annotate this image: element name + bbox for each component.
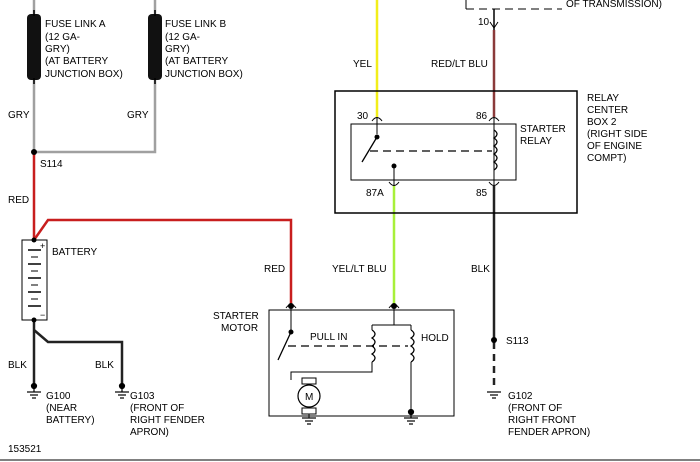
battery-minus: − [40,310,45,320]
label-pin-30: 30 [357,111,369,122]
label-pin-86: 86 [476,111,488,122]
battery-symbol [21,237,48,323]
svg-text:G103: G103 [130,391,155,402]
label-motor-m: M [305,392,313,403]
svg-text:G102: G102 [508,391,533,402]
ground-motor-icon [302,417,316,425]
label-s113: S113 [506,336,529,347]
svg-text:(RIGHT SIDE: (RIGHT SIDE [587,129,648,140]
svg-text:(12 GA-: (12 GA- [45,32,80,43]
svg-text:STARTER: STARTER [520,124,566,135]
svg-text:(AT BATTERY: (AT BATTERY [165,56,228,67]
ground-g102-icon [487,391,501,399]
svg-text:RIGHT FRONT: RIGHT FRONT [508,415,576,426]
fuse-link-a-label: FUSE LINK A (12 GA- GRY) (AT BATTERY JUN… [45,19,123,80]
label-blk-mid: BLK [95,360,114,371]
label-pin-85: 85 [476,188,488,199]
label-starter-motor: STARTER MOTOR [213,311,259,334]
label-pin-87a: 87A [366,188,384,199]
label-blk-left: BLK [8,360,27,371]
svg-text:OF ENGINE: OF ENGINE [587,141,642,152]
splice-s113 [491,337,497,343]
label-yel-lt-blu: YEL/LT BLU [332,264,387,275]
starter-pin-yel [391,303,397,309]
svg-text:RELAY: RELAY [520,136,552,147]
svg-text:FUSE LINK B: FUSE LINK B [165,19,226,30]
svg-text:JUNCTION BOX): JUNCTION BOX) [165,69,243,80]
ground-g100-icon [27,382,41,399]
pull-in-coil [370,329,376,363]
fuse-link-b [148,10,162,84]
label-hold: HOLD [421,333,449,344]
label-transmission: OF TRANSMISSION) [566,0,662,10]
figure-id: 153521 [8,444,42,455]
label-red-lt-blu: RED/LT BLU [431,59,488,70]
svg-text:GRY): GRY) [45,44,70,55]
label-pin-10: 10 [478,17,490,28]
starter-motor-box [268,309,455,417]
fuse-link-a [27,10,41,84]
label-g103: G103 (FRONT OF RIGHT FENDER APRON) [130,391,205,438]
starter-connectors [285,304,400,309]
splice-s114 [31,149,37,155]
starter-pin-red [288,303,294,309]
svg-text:CENTER: CENTER [587,105,628,116]
label-pull-in: PULL IN [310,332,347,343]
ground-hold-icon [404,408,418,425]
label-starter-relay: STARTER RELAY [520,124,566,147]
svg-text:JUNCTION BOX): JUNCTION BOX) [45,69,123,80]
svg-text:FENDER APRON): FENDER APRON) [508,427,590,438]
black-wire-g103 [33,329,124,386]
red-wire-to-starter [32,218,293,306]
battery-plus: + [40,241,45,251]
label-yel: YEL [353,59,372,70]
label-s114: S114 [40,159,63,170]
svg-text:(AT BATTERY: (AT BATTERY [45,56,108,67]
relay-center-box [334,90,578,214]
label-red-top: RED [8,195,29,206]
starter-relay-box [350,123,517,181]
transmission-component [465,0,562,30]
label-relay-center-box: RELAY CENTER BOX 2 (RIGHT SIDE OF ENGINE… [587,93,648,164]
starter-switch [277,308,294,361]
label-battery: BATTERY [52,247,98,258]
label-gry-left: GRY [8,110,30,121]
svg-text:(FRONT OF: (FRONT OF [508,403,562,414]
relay-coil [492,129,498,171]
label-g102: G102 (FRONT OF RIGHT FRONT FENDER APRON) [508,391,590,438]
svg-text:(12 GA-: (12 GA- [165,32,200,43]
svg-text:(FRONT OF: (FRONT OF [130,403,184,414]
ground-g103-icon [115,382,129,399]
svg-text:(NEAR: (NEAR [46,403,77,414]
gray-wire-a [32,80,157,154]
svg-text:G100: G100 [46,391,71,402]
svg-text:BATTERY): BATTERY) [46,415,95,426]
label-red-starter: RED [264,264,285,275]
label-gry-right: GRY [127,110,149,121]
svg-text:COMPT): COMPT) [587,153,626,164]
svg-text:FUSE LINK A: FUSE LINK A [45,19,106,30]
svg-text:APRON): APRON) [130,427,169,438]
svg-text:GRY): GRY) [165,44,190,55]
motor-symbol [297,377,321,418]
svg-text:RIGHT FENDER: RIGHT FENDER [130,415,205,426]
svg-text:MOTOR: MOTOR [221,323,258,334]
relay-switch [361,134,397,170]
svg-text:STARTER: STARTER [213,311,259,322]
svg-text:BOX 2: BOX 2 [587,117,617,128]
solenoid-wiring [290,308,412,410]
hold-coil [409,329,415,363]
svg-text:RELAY: RELAY [587,93,619,104]
label-g100: G100 (NEAR BATTERY) [46,391,95,426]
fuse-link-b-label: FUSE LINK B (12 GA- GRY) (AT BATTERY JUN… [165,19,243,80]
label-blk-relay: BLK [471,264,490,275]
